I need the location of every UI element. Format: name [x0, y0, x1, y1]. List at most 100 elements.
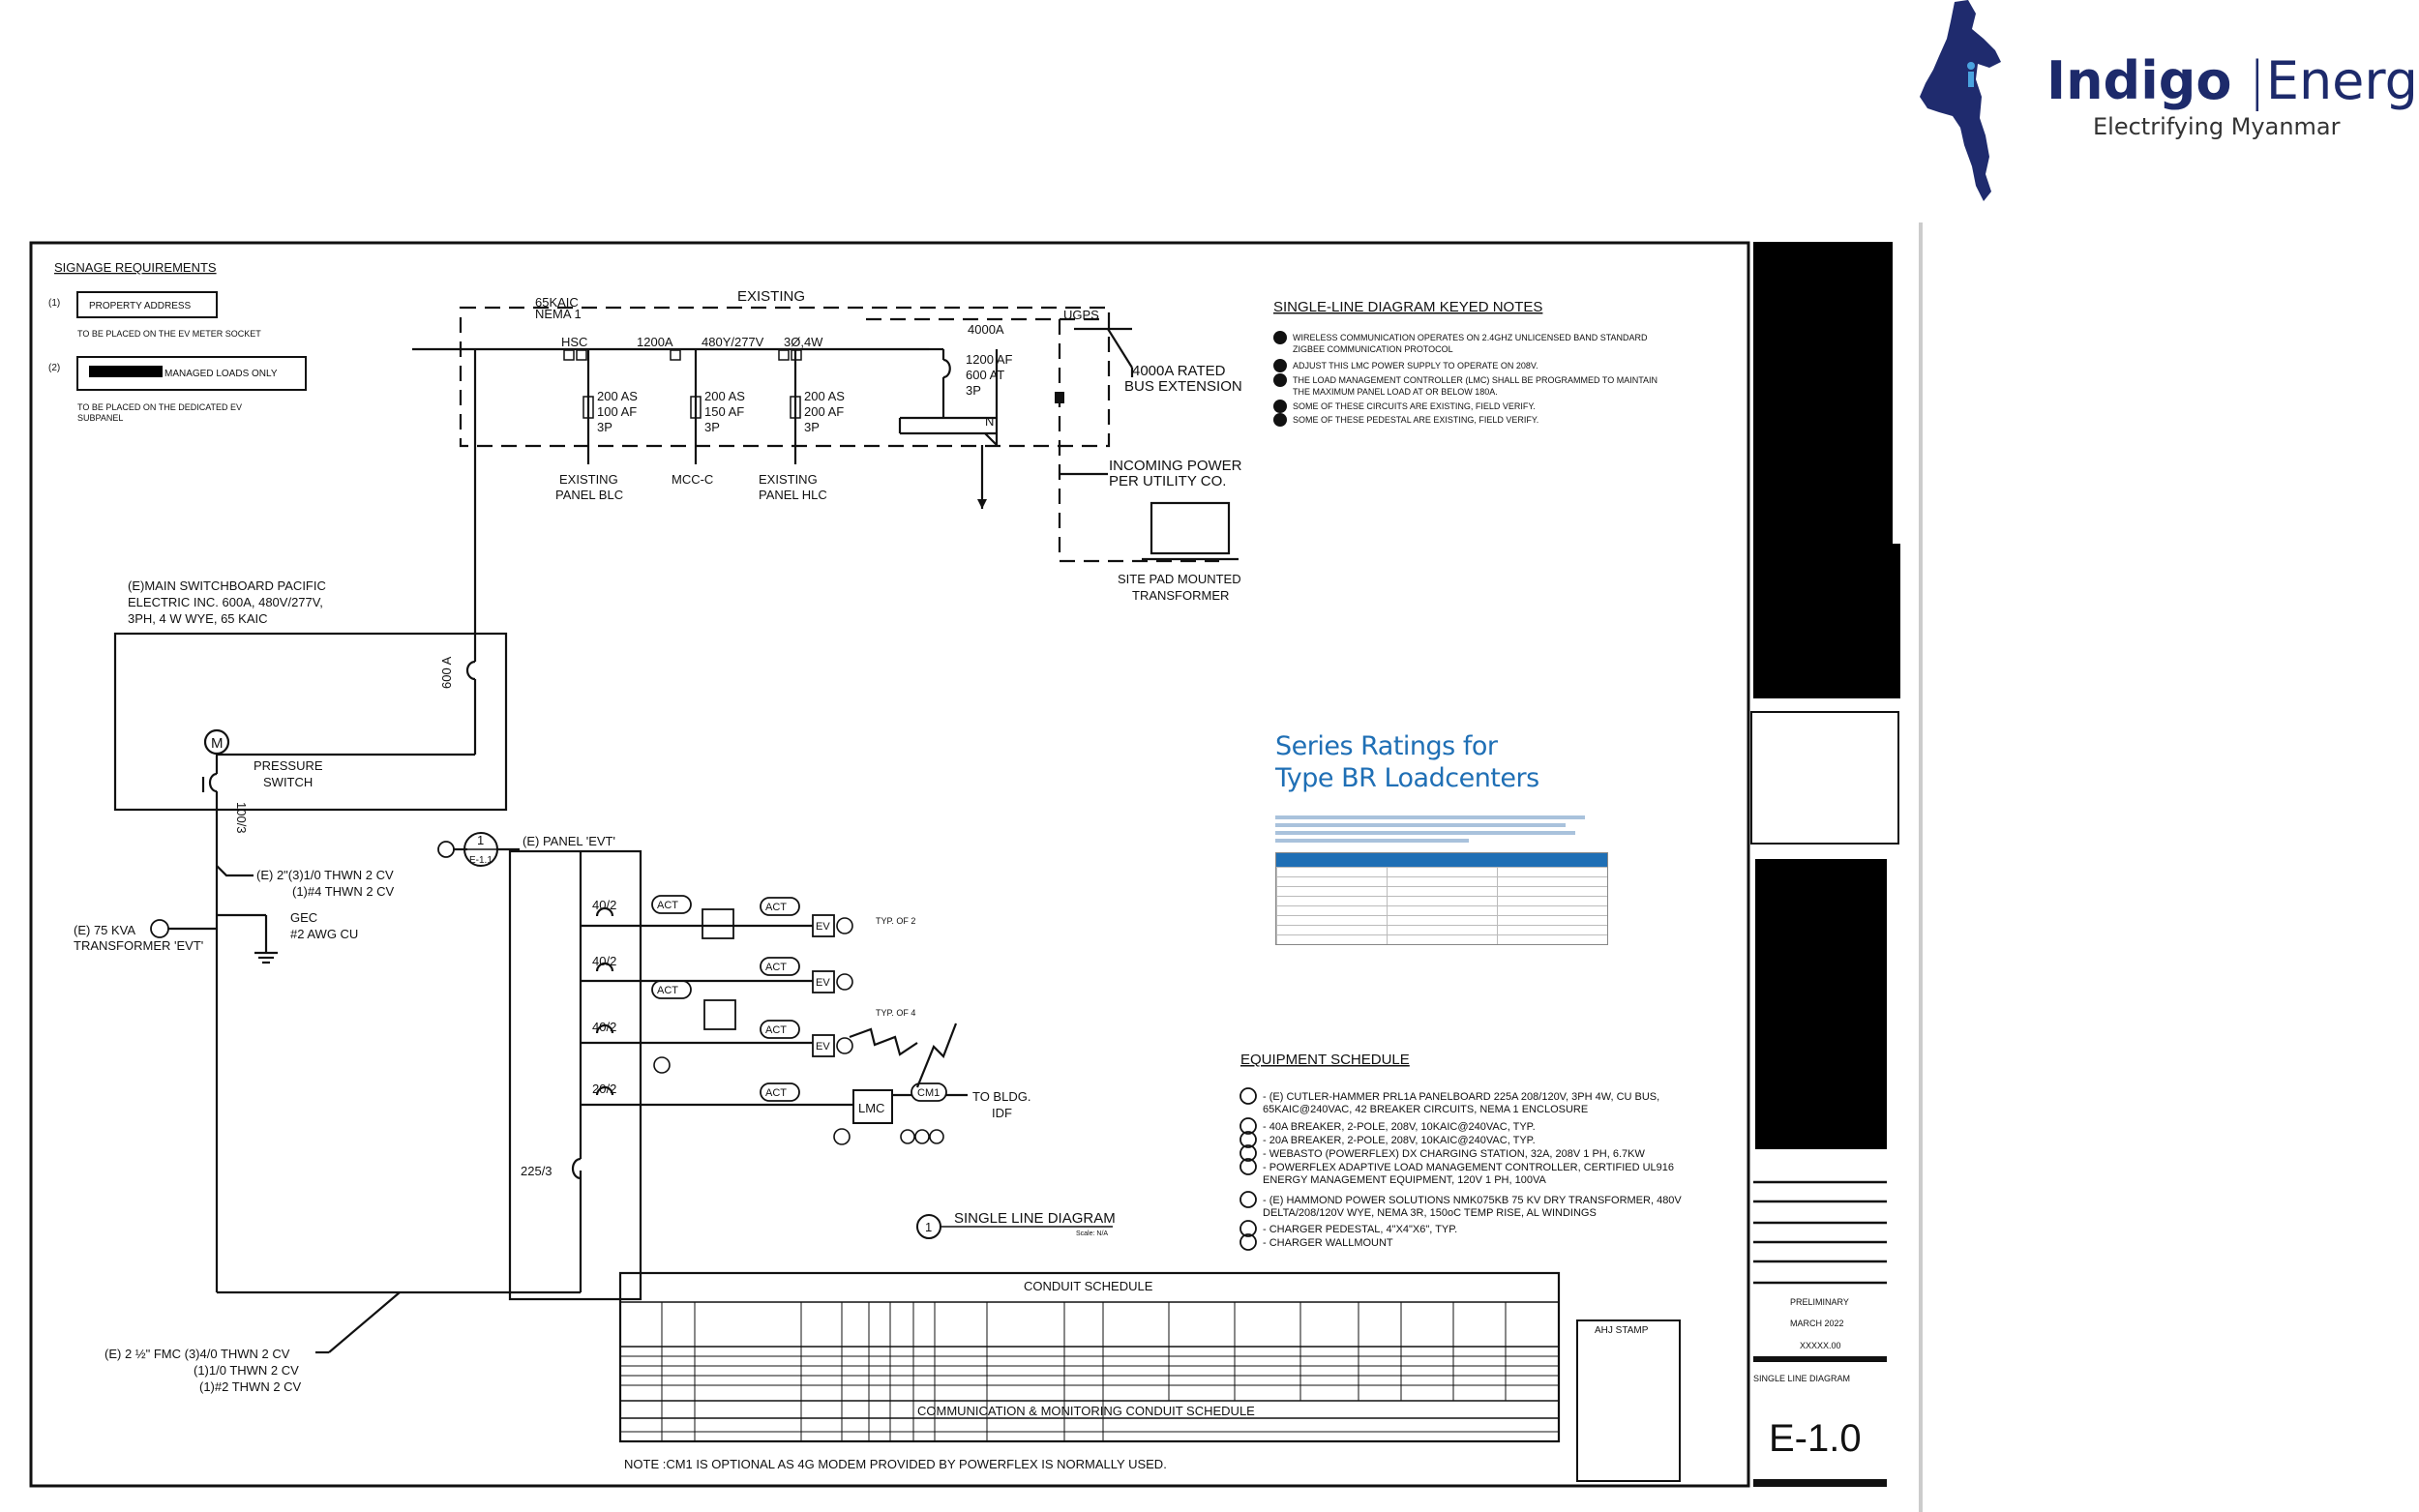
redacted-block-3 — [1755, 859, 1887, 1149]
svg-text:3P: 3P — [804, 420, 820, 434]
logo-tagline: Electrifying Myanmar — [2093, 113, 2341, 140]
svg-text:100/3: 100/3 — [234, 802, 249, 834]
svg-text:IDF: IDF — [992, 1106, 1012, 1120]
svg-text:PRESSURE: PRESSURE — [254, 758, 323, 773]
svg-text:200 AF: 200 AF — [804, 404, 844, 419]
svg-text:(1)1/0 THWN 2 CV: (1)1/0 THWN 2 CV — [194, 1363, 299, 1378]
svg-text:SINGLE-LINE DIAGRAM KEYED NOTE: SINGLE-LINE DIAGRAM KEYED NOTES — [1273, 299, 1542, 315]
logo: Indigo |Energy Electrifying Myanmar — [2046, 50, 2419, 140]
svg-text:3P: 3P — [966, 383, 981, 398]
svg-text:ENERGY MANAGEMENT EQUIPMENT, 1: ENERGY MANAGEMENT EQUIPMENT, 120V 1 PH, … — [1263, 1174, 1546, 1186]
conduit-schedule: CONDUIT SCHEDULE COMMUNICATION & MONITOR… — [618, 1271, 1681, 1482]
svg-text:ACT: ACT — [765, 1087, 787, 1099]
signage-box-1: PROPERTY ADDRESS — [89, 301, 192, 311]
svg-text:EQUIPMENT SCHEDULE: EQUIPMENT SCHEDULE — [1240, 1052, 1410, 1068]
svg-text:600 A: 600 A — [439, 656, 454, 689]
svg-text:XXXXX.00: XXXXX.00 — [1800, 1341, 1841, 1350]
svg-text:40/2: 40/2 — [592, 954, 616, 968]
svg-text:PRELIMINARY: PRELIMINARY — [1790, 1297, 1849, 1307]
svg-text:BUS EXTENSION: BUS EXTENSION — [1124, 378, 1242, 395]
svg-text:MCC-C: MCC-C — [672, 472, 713, 487]
sheet-number: E-1.0 — [1769, 1417, 1862, 1460]
svg-text:COMMUNICATION & MONITORING CON: COMMUNICATION & MONITORING CONDUIT SCHED… — [917, 1404, 1255, 1418]
svg-text:3Ø,4W: 3Ø,4W — [784, 335, 823, 349]
svg-text:TYP. OF 4: TYP. OF 4 — [876, 1008, 915, 1018]
svg-text:(E) 75 KVA: (E) 75 KVA — [74, 923, 135, 937]
svg-text:TYP. OF 2: TYP. OF 2 — [876, 916, 915, 926]
svg-text:WIRELESS COMMUNICATION OPERATE: WIRELESS COMMUNICATION OPERATES ON 2.4GH… — [1293, 333, 1648, 342]
svg-text:- CHARGER PEDESTAL, 4"X4"X6",: - CHARGER PEDESTAL, 4"X4"X6", TYP. — [1263, 1224, 1457, 1235]
signage-requirements: SIGNAGE REQUIREMENTS (1) PROPERTY ADDRES… — [48, 260, 307, 423]
svg-text:1: 1 — [925, 1220, 932, 1234]
equipment-schedule: EQUIPMENT SCHEDULE - (E) CUTLER-HAMMER P… — [1239, 1052, 1682, 1251]
svg-text:225/3: 225/3 — [521, 1164, 552, 1178]
svg-text:N: N — [985, 414, 994, 429]
svg-text:EV: EV — [816, 977, 830, 989]
svg-text:1200A: 1200A — [637, 335, 673, 349]
keyed-notes: SINGLE-LINE DIAGRAM KEYED NOTES WIRELESS… — [1273, 299, 1657, 427]
existing-switchboard: EXISTING 65KAIC NEMA 1 HSC 1200A 480Y/27… — [412, 288, 1242, 603]
series-ratings-panel: Series Ratings for Type BR Loadcenters — [1275, 730, 1624, 945]
svg-text:SOME OF THESE CIRCUITS ARE EXI: SOME OF THESE CIRCUITS ARE EXISTING, FIE… — [1293, 401, 1536, 411]
svg-text:PANEL BLC: PANEL BLC — [555, 488, 623, 502]
svg-text:ADJUST THIS LMC POWER SUPPLY T: ADJUST THIS LMC POWER SUPPLY TO OPERATE … — [1293, 361, 1538, 371]
series-ratings-title: Series Ratings for Type BR Loadcenters — [1275, 731, 1539, 793]
branch-breaker-2: 200 AS 150 AF 3P MCC-C — [670, 349, 745, 487]
signage-note-2a: TO BE PLACED ON THE DEDICATED EV — [77, 402, 242, 412]
svg-text:TO BLDG.: TO BLDG. — [972, 1089, 1030, 1104]
svg-text:600 AT: 600 AT — [966, 368, 1004, 382]
svg-text:SWITCH: SWITCH — [263, 775, 313, 789]
svg-text:EXISTING: EXISTING — [737, 288, 805, 305]
series-description — [1275, 815, 1595, 843]
svg-text:MARCH 2022: MARCH 2022 — [1790, 1319, 1844, 1328]
svg-text:ACT: ACT — [765, 1024, 787, 1036]
svg-text:SOME OF THESE PEDESTAL ARE EXI: SOME OF THESE PEDESTAL ARE EXISTING, FIE… — [1293, 415, 1538, 425]
svg-text:- (E) CUTLER-HAMMER PRL1A PANE: - (E) CUTLER-HAMMER PRL1A PANELBOARD 225… — [1263, 1091, 1659, 1103]
svg-text:3P: 3P — [597, 420, 612, 434]
svg-text:ACT: ACT — [657, 900, 678, 911]
svg-text:EV: EV — [816, 921, 830, 933]
svg-text:3PH, 4 W WYE, 65 KAIC: 3PH, 4 W WYE, 65 KAIC — [128, 611, 268, 626]
redacted-block-2 — [1753, 544, 1900, 698]
svg-text:TRANSFORMER: TRANSFORMER — [1132, 588, 1229, 603]
svg-text:EV: EV — [816, 1041, 830, 1052]
svg-text:200 AS: 200 AS — [597, 389, 638, 403]
signage-num-2: (2) — [48, 363, 60, 373]
signage-note-1: TO BE PLACED ON THE EV METER SOCKET — [77, 329, 261, 339]
svg-text:1200 AF: 1200 AF — [966, 352, 1012, 367]
svg-text:1: 1 — [477, 833, 484, 847]
svg-text:SITE PAD MOUNTED: SITE PAD MOUNTED — [1118, 572, 1241, 586]
svg-text:40/2: 40/2 — [592, 898, 616, 912]
svg-text:TRANSFORMER 'EVT': TRANSFORMER 'EVT' — [74, 938, 203, 953]
svg-text:200 AS: 200 AS — [704, 389, 745, 403]
svg-text:PER UTILITY CO.: PER UTILITY CO. — [1109, 473, 1226, 489]
svg-text:3P: 3P — [704, 420, 720, 434]
svg-text:(E) PANEL 'EVT': (E) PANEL 'EVT' — [523, 834, 615, 848]
svg-text:THE LOAD MANAGEMENT CONTROLLER: THE LOAD MANAGEMENT CONTROLLER (LMC) SHA… — [1293, 375, 1657, 385]
sheet-border — [29, 241, 1750, 1488]
svg-text:(E) 2 ½" FMC (3)4/0 THWN 2 CV: (E) 2 ½" FMC (3)4/0 THWN 2 CV — [105, 1347, 290, 1361]
signage-note-2b: SUBPANEL — [77, 413, 123, 423]
svg-text:65KAIC: 65KAIC — [535, 295, 579, 310]
branch-breaker-1: 200 AS 100 AF 3P EXISTING PANEL BLC — [555, 349, 638, 502]
panel-evt: 1 E-1.1 (E) PANEL 'EVT' 225/3 40/2 ACT A… — [437, 832, 1030, 1301]
svg-text:4000A RATED: 4000A RATED — [1132, 363, 1226, 379]
svg-text:200 AS: 200 AS — [804, 389, 845, 403]
svg-text:480Y/277V: 480Y/277V — [702, 335, 764, 349]
svg-text:(E) 2"(3)1/0 THWN 2 CV: (E) 2"(3)1/0 THWN 2 CV — [256, 868, 394, 882]
svg-text:EXISTING: EXISTING — [559, 472, 618, 487]
myanmar-map-icon — [1920, 0, 2001, 201]
svg-text:ZIGBEE COMMUNICATION PROTOCOL: ZIGBEE COMMUNICATION PROTOCOL — [1293, 344, 1453, 354]
title-block: PRELIMINARY MARCH 2022 XXXXX.00 SINGLE L… — [1750, 711, 1899, 1487]
svg-text:EXISTING: EXISTING — [759, 472, 818, 487]
svg-text:PANEL HLC: PANEL HLC — [759, 488, 827, 502]
svg-text:40/2: 40/2 — [592, 1020, 616, 1034]
svg-text:ACT: ACT — [657, 985, 678, 996]
svg-text:Scale: N/A: Scale: N/A — [1076, 1230, 1108, 1237]
svg-text:AHJ STAMP: AHJ STAMP — [1595, 1325, 1649, 1336]
series-ratings-table — [1275, 852, 1608, 945]
svg-text:20/2: 20/2 — [592, 1082, 616, 1096]
svg-text:- 40A BREAKER, 2-POLE, 208V, 1: - 40A BREAKER, 2-POLE, 208V, 10KAIC@240V… — [1263, 1121, 1536, 1133]
svg-text:- CHARGER WALLMOUNT: - CHARGER WALLMOUNT — [1263, 1237, 1393, 1249]
